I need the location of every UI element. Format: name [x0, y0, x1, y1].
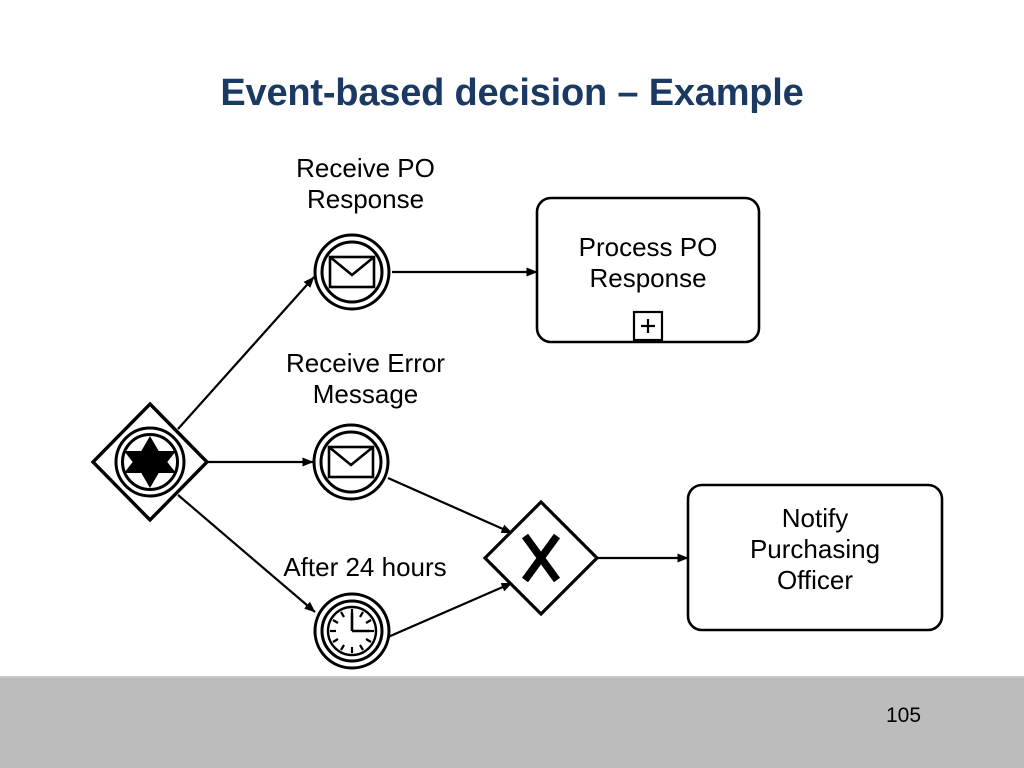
notify-purchasing-officer-label: Notify Purchasing Officer [749, 503, 881, 596]
flow-receive-error-to-xor [387, 476, 513, 535]
flow-gateway-to-timer [177, 494, 316, 613]
event-based-gateway[interactable] [90, 401, 210, 523]
after-24-hours-event[interactable] [313, 592, 391, 670]
clock-icon [326, 605, 378, 657]
sequence-flows [177, 267, 689, 639]
event-gateway-outer-circle [114, 426, 186, 498]
page-title: Event-based decision – Example [220, 72, 804, 114]
multiple-event-star-icon [124, 436, 176, 488]
after-24-hours-label: After 24 hours [283, 552, 447, 582]
page-number: 105 [886, 704, 922, 727]
receive-error-message-event[interactable] [312, 423, 390, 501]
receive-po-response-event[interactable] [313, 233, 391, 311]
flow-gateway-to-receive-po [177, 276, 315, 430]
flow-timer-to-xor [387, 581, 513, 639]
envelope-icon [328, 255, 376, 289]
envelope-icon [327, 445, 375, 479]
x-cross-icon [521, 533, 561, 583]
footer-band [0, 676, 1024, 768]
receive-error-message-label: Receive Error Message [286, 348, 445, 409]
process-po-response-label: Process PO Response [578, 232, 718, 294]
notify-task-box [686, 483, 944, 632]
exclusive-gateway[interactable] [482, 499, 600, 617]
receive-po-response-label: Receive PO Response [296, 153, 435, 214]
process-po-task-box [535, 196, 761, 344]
process-po-response-task[interactable] [535, 196, 761, 344]
notify-purchasing-officer-task[interactable] [686, 483, 944, 632]
event-gateway-inner-circle [121, 433, 179, 491]
